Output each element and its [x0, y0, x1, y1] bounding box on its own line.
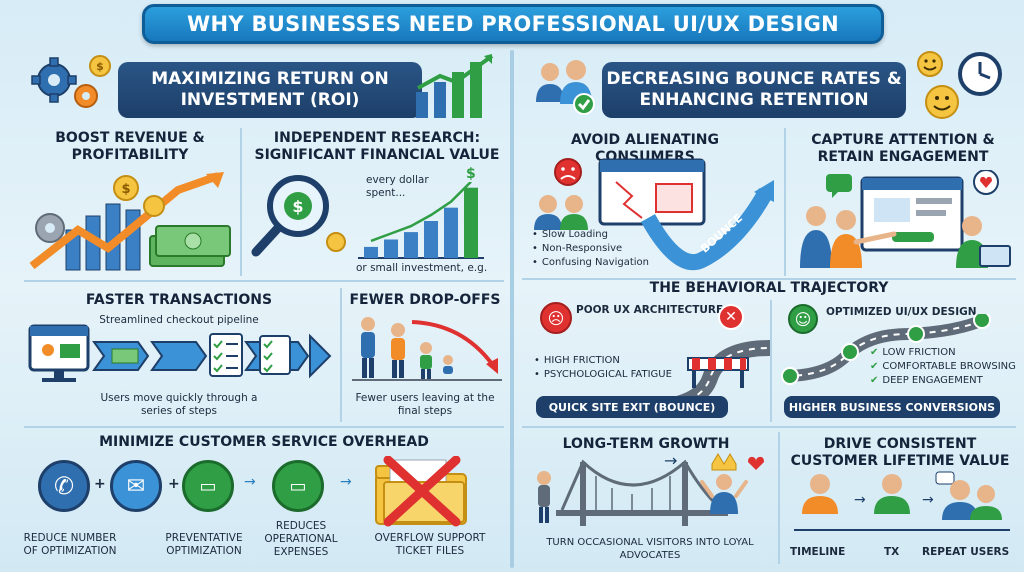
service-step-3: REDUCES OPERATIONAL EXPENSES: [264, 520, 338, 558]
roi-bar: [444, 207, 458, 258]
capture-heading: CAPTURE ATTENTION & RETAIN ENGAGEMENT: [811, 132, 995, 165]
close-icon: ✕: [718, 304, 744, 330]
separator: [24, 426, 504, 428]
checkout-pipeline-illustration: [28, 324, 332, 382]
magnifier-icon: $: [251, 175, 346, 257]
separator: [24, 280, 504, 282]
optimized-ux-label: OPTIMIZED UI/UX DESIGN: [826, 306, 977, 318]
alienating-item: Confusing Navigation: [532, 256, 672, 270]
timeline-label: TIMELINE: [790, 546, 846, 558]
mail-icon: ✉: [110, 460, 162, 512]
separator: [784, 128, 786, 276]
transactions-heading: FASTER TRANSACTIONS: [85, 292, 273, 308]
revenue-growth-illustration: $: [29, 172, 231, 271]
arrow-right-icon: →: [340, 474, 352, 490]
alienating-item: Slow Loading: [532, 228, 672, 242]
plus-sign: +: [168, 476, 180, 492]
alienating-list: Slow Loading Non-Responsive Confusing Na…: [532, 228, 672, 270]
service-heading: MINIMIZE CUSTOMER SERVICE OVERHEAD: [99, 434, 429, 450]
research-heading: INDEPENDENT RESEARCH: SIGNIFICANT FINANC…: [254, 130, 500, 163]
chat-icon: ▭: [272, 460, 324, 512]
roi-trend-line: [370, 182, 472, 243]
roi-bar: [464, 187, 478, 258]
customer-journey-illustration: → →: [794, 471, 1010, 531]
dropoffs-caption: Fewer users leaving at the final steps: [355, 392, 495, 417]
trajectory-heading: THE BEHAVIORAL TRAJECTORY: [649, 280, 889, 296]
transactions-subheading: Streamlined checkout pipeline: [99, 314, 259, 326]
separator: [778, 432, 780, 564]
research-footnote: or small investment, e.g.: [356, 262, 488, 274]
bounce-result-badge: QUICK SITE EXIT (BOUNCE): [536, 396, 728, 418]
engagement-illustration: [800, 170, 1011, 268]
dropoffs-heading: FEWER DROP-OFFS: [349, 292, 501, 308]
conversions-result-badge: HIGHER BUSINESS CONVERSIONS: [784, 396, 1000, 418]
repeat-users-label: REPEAT USERS: [922, 546, 1010, 558]
service-step-1: REDUCE NUMBER OF OPTIMIZATION: [23, 532, 117, 557]
bounce-illustration: BOUNCE: [534, 158, 774, 271]
roi-bar: [364, 246, 378, 258]
svg-text:→: →: [664, 452, 677, 470]
roi-bar-chart: [358, 182, 484, 259]
poor-ux-list: HIGH FRICTION PSYCHOLOGICAL FATIGUE: [534, 354, 684, 382]
phone-icon: ✆: [38, 460, 90, 512]
optimized-ux-item: COMFORTABLE BROWSING: [870, 360, 1016, 374]
poor-ux-item: PSYCHOLOGICAL FATIGUE: [534, 368, 684, 382]
roi-bar: [404, 232, 418, 258]
roi-bar: [384, 239, 398, 258]
roi-banner: MAXIMIZING RETURN ON INVESTMENT (ROI): [118, 62, 422, 118]
tx-label: TX: [884, 546, 900, 558]
column-divider: [510, 50, 514, 568]
svg-text:$: $: [96, 60, 104, 73]
transactions-caption: Users move quickly through a series of s…: [100, 392, 258, 417]
sad-face-icon: ☹: [540, 302, 572, 334]
boost-revenue-heading: BOOST REVENUE & PROFITABILITY: [55, 130, 205, 163]
arrow-right-icon: →: [244, 474, 256, 490]
poor-ux-item: HIGH FRICTION: [534, 354, 684, 368]
separator: [522, 426, 1016, 428]
optimized-ux-item: DEEP ENGAGEMENT: [870, 374, 1016, 388]
separator: [770, 300, 772, 422]
roi-bar: [424, 221, 438, 258]
chat-icon: ▭: [182, 460, 234, 512]
folder-icon: [375, 456, 467, 527]
lifetime-heading: DRIVE CONSISTENT CUSTOMER LIFETIME VALUE: [790, 436, 1010, 469]
growth-heading: LONG-TERM GROWTH: [562, 436, 730, 452]
plus-sign: +: [94, 476, 106, 492]
service-step-4: OVERFLOW SUPPORT TICKET FILES: [374, 532, 486, 557]
smiley-clock-icon: [917, 51, 1002, 119]
growth-chart-icon: [416, 54, 494, 118]
alienating-item: Non-Responsive: [532, 242, 672, 256]
optimized-ux-item: LOW FRICTION: [870, 346, 1016, 360]
poor-ux-label: POOR UX ARCHITECTURE: [576, 304, 724, 316]
smooth-road-illustration: [781, 314, 991, 385]
happy-face-icon: ☺: [788, 304, 818, 334]
optimized-ux-list: LOW FRICTION COMFORTABLE BROWSING DEEP E…: [870, 346, 1016, 388]
retention-banner: DECREASING BOUNCE RATES & ENHANCING RETE…: [602, 62, 906, 118]
dollar-symbol: $: [466, 166, 476, 182]
separator: [240, 128, 242, 276]
page-title: WHY BUSINESSES NEED PROFESSIONAL UI/UX D…: [142, 4, 884, 44]
separator: [340, 288, 342, 422]
dropoff-people-illustration: [352, 317, 502, 381]
svg-text:$: $: [121, 182, 130, 197]
separator: [522, 278, 1016, 280]
growth-caption: TURN OCCASIONAL VISITORS INTO LOYAL ADVO…: [546, 537, 754, 561]
svg-text:→: →: [922, 492, 934, 508]
svg-text:$: $: [292, 197, 303, 216]
bridge-growth-illustration: →: [537, 452, 764, 526]
gear-coin-icon: $: [31, 55, 111, 108]
research-note: every dollar spent...: [366, 174, 429, 199]
users-check-icon: [536, 60, 595, 115]
service-step-2: PREVENTATIVE OPTIMIZATION: [165, 532, 243, 557]
svg-text:→: →: [854, 492, 866, 508]
